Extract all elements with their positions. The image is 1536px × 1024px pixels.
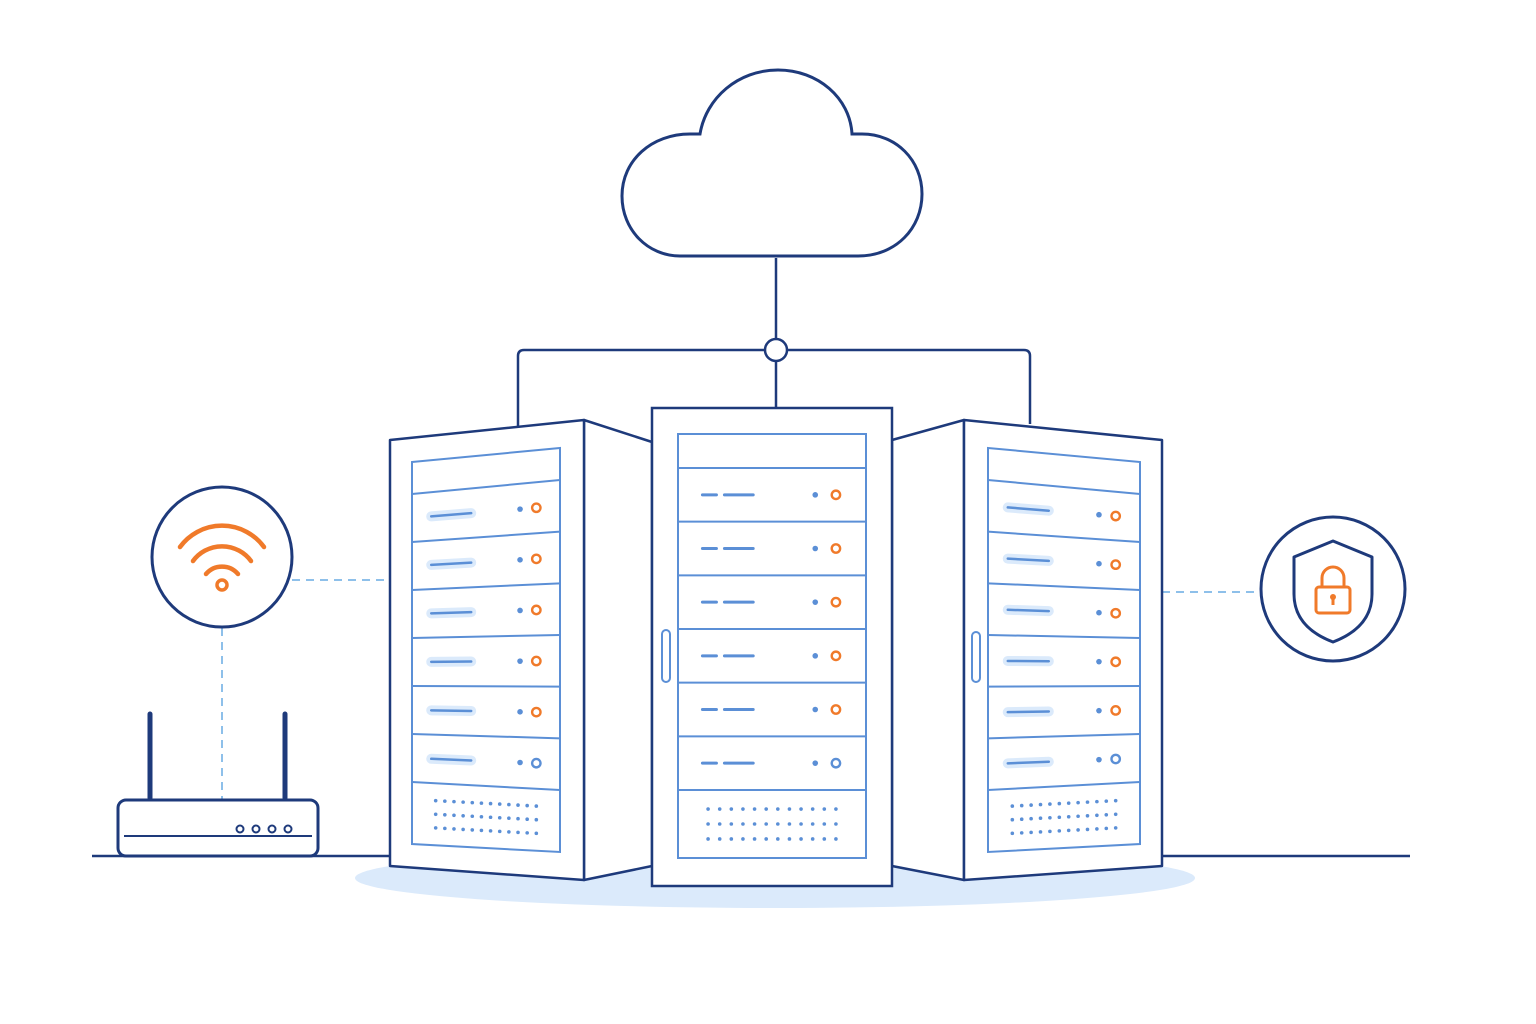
server-unit xyxy=(411,502,561,543)
status-dot xyxy=(812,760,819,766)
server-unit xyxy=(987,553,1141,591)
wifi-icon xyxy=(150,485,294,629)
server-rack-center-front xyxy=(650,406,894,888)
server-unit xyxy=(678,704,866,738)
status-led xyxy=(830,650,842,662)
shield-lock-icon xyxy=(1259,515,1407,663)
server-unit xyxy=(678,650,866,684)
server-unit xyxy=(678,489,866,523)
status-dot xyxy=(1096,658,1102,665)
status-dot xyxy=(812,492,819,498)
server-unit xyxy=(678,543,866,577)
status-led xyxy=(830,543,842,554)
server-unit xyxy=(678,757,866,791)
server-rack-left xyxy=(388,418,654,882)
rack-center-handle xyxy=(661,629,671,683)
status-dot xyxy=(517,607,523,614)
server-unit xyxy=(411,553,561,591)
status-dot xyxy=(1096,511,1102,518)
status-dot xyxy=(517,709,523,715)
status-led xyxy=(830,704,842,715)
server-rack-right-side xyxy=(890,418,966,882)
status-dot xyxy=(1096,756,1102,763)
server-unit xyxy=(411,655,561,688)
dashed-connectors xyxy=(221,579,1260,800)
status-dot xyxy=(812,653,819,659)
status-led xyxy=(530,757,542,769)
router-status-light xyxy=(283,824,293,834)
status-dot xyxy=(1096,609,1102,616)
rack-right-handle xyxy=(971,631,981,683)
server-unit xyxy=(987,655,1141,688)
status-led xyxy=(530,502,542,514)
network-junction-node xyxy=(763,337,789,363)
network-connector xyxy=(516,258,1032,426)
status-led xyxy=(1110,510,1122,522)
status-dot xyxy=(812,545,819,552)
status-dot xyxy=(812,599,819,605)
status-dot xyxy=(517,658,523,664)
status-led xyxy=(830,757,842,769)
router-status-light xyxy=(251,824,261,834)
vent-grille xyxy=(1010,798,1118,836)
server-rack-right-front xyxy=(962,418,1164,882)
vent-grille xyxy=(433,798,539,836)
server-unit xyxy=(987,753,1141,791)
server-unit xyxy=(411,705,561,740)
status-dot xyxy=(1096,560,1102,567)
status-led xyxy=(830,596,842,608)
server-rack-left-side xyxy=(582,418,654,882)
status-led xyxy=(530,706,542,718)
server-unit xyxy=(411,753,561,791)
server-rack-center xyxy=(650,406,894,888)
cloud-icon xyxy=(620,68,924,258)
status-led xyxy=(830,489,842,501)
router-status-light xyxy=(235,824,245,834)
server-unit xyxy=(411,604,561,639)
server-unit xyxy=(987,705,1141,740)
server-rack-right xyxy=(890,418,1164,882)
server-unit xyxy=(678,596,866,630)
status-led xyxy=(1110,753,1122,765)
status-led xyxy=(530,553,542,565)
status-led xyxy=(530,655,542,667)
router-status-light xyxy=(267,824,277,834)
status-dot xyxy=(1096,707,1102,714)
status-dot xyxy=(517,556,523,563)
status-dot xyxy=(517,506,523,512)
status-led xyxy=(1110,656,1122,668)
status-dot xyxy=(812,706,819,713)
status-dot xyxy=(517,759,523,766)
status-led xyxy=(1110,705,1122,716)
router-icon xyxy=(116,711,320,858)
server-unit xyxy=(987,604,1141,639)
status-led xyxy=(1110,559,1122,571)
server-rack-left-front xyxy=(388,418,586,882)
vent-grille xyxy=(706,807,838,841)
status-led xyxy=(530,604,542,616)
status-led xyxy=(1110,607,1122,619)
server-unit xyxy=(987,502,1141,543)
